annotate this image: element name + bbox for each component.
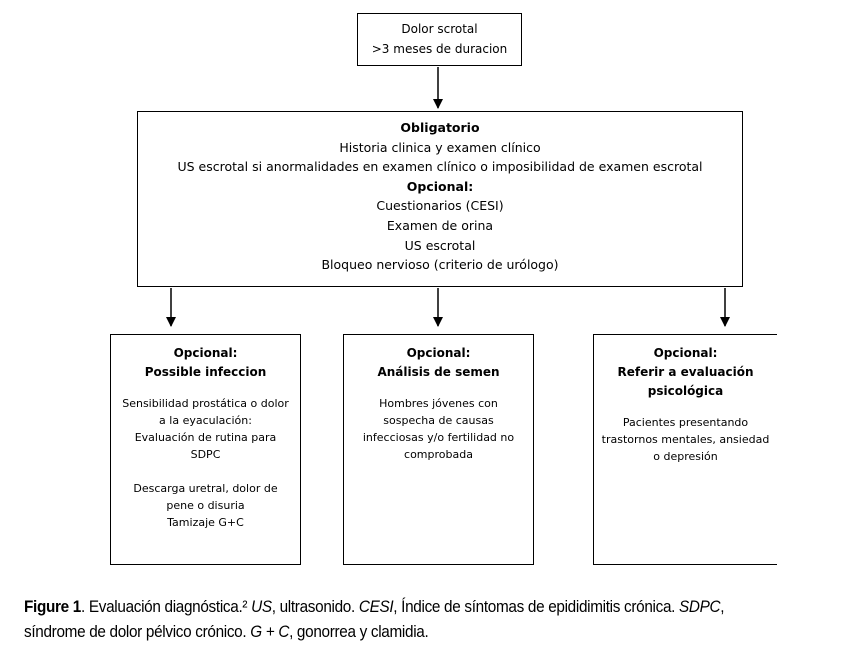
caption-us-def: , ultrasonido. [271, 597, 359, 616]
mandatory-item-2: US escrotal si anormalidades en examen c… [177, 159, 703, 175]
optional-item-4: Bloqueo nervioso (criterio de urólogo) [321, 257, 559, 273]
optional-item-1: Cuestionarios (CESI) [376, 198, 504, 214]
caption-line-1: Figure 1. Evaluación diagnóstica.² US, u… [24, 594, 771, 619]
infection-body: Sensibilidad prostática o dolor a la eya… [111, 395, 300, 531]
infection-text: Descarga uretral, dolor de [133, 482, 278, 495]
psych-heading-line-1: Opcional: [653, 346, 718, 360]
semen-heading-line-2: Análisis de semen [377, 365, 500, 379]
psych-heading: Opcional: Referir a evaluación psicológi… [594, 344, 777, 401]
mandatory-item-1: Historia clinica y examen clínico [339, 139, 541, 155]
infection-text: a la eyaculación: [159, 414, 252, 427]
semen-body: Hombres jóvenes con sospecha de causas i… [344, 395, 533, 463]
evaluation-box: Obligatorio Historia clinica y examen cl… [137, 111, 743, 287]
psych-heading-line-2: Referir a evaluación [617, 365, 754, 379]
semen-heading: Opcional: Análisis de semen [344, 344, 533, 382]
infection-text: pene o disuria [166, 499, 245, 512]
mandatory-heading: Obligatorio [400, 120, 480, 135]
infection-box: Opcional: Possible infeccion Sensibilida… [110, 334, 301, 565]
caption-intro: . Evaluación diagnóstica.² [80, 597, 252, 616]
caption-sdpc-comma: , [720, 597, 725, 616]
semen-text: sospecha de causas [383, 414, 494, 427]
optional-heading: Opcional: [406, 178, 474, 194]
caption-sdpc-def: síndrome de dolor pélvico crónico. [24, 622, 251, 641]
caption-cesi-abbr: CESI [358, 597, 394, 616]
semen-text: Hombres jóvenes con [379, 397, 498, 410]
psych-text: trastornos mentales, ansiedad [601, 433, 770, 446]
optional-item-3: US escrotal [404, 237, 476, 253]
infection-text: SDPC [190, 448, 221, 461]
semen-heading-line-1: Opcional: [406, 346, 471, 360]
caption-sdpc-abbr: SDPC [679, 597, 721, 616]
caption-gc-def: , gonorrea y clamidia. [289, 622, 429, 641]
psych-text: o depresión [653, 450, 718, 463]
infection-text: Sensibilidad prostática o dolor [122, 397, 289, 410]
semen-analysis-box: Opcional: Análisis de semen Hombres jóve… [343, 334, 534, 565]
start-box-scrotal-pain: Dolor scrotal >3 meses de duracion [357, 13, 522, 66]
psych-body: Pacientes presentando trastornos mentale… [594, 414, 777, 465]
start-line-2: >3 meses de duracion [371, 42, 508, 56]
psychological-referral-box: Opcional: Referir a evaluación psicológi… [593, 334, 777, 565]
psych-text: Pacientes presentando [622, 416, 749, 429]
optional-item-2: Examen de orina [386, 217, 494, 233]
caption-cesi-def: , Índice de síntomas de epididimitis cró… [393, 597, 680, 616]
caption-label: Figure 1 [24, 597, 81, 616]
caption-gc-abbr: G + C [250, 622, 290, 641]
semen-text: comprobada [404, 448, 473, 461]
infection-heading-line-2: Possible infeccion [144, 365, 267, 379]
infection-text: Tamizaje G+C [167, 516, 244, 529]
caption-us-abbr: US [251, 597, 272, 616]
infection-heading-line-1: Opcional: [173, 346, 238, 360]
infection-heading: Opcional: Possible infeccion [111, 344, 300, 382]
psych-heading-line-3: psicológica [647, 384, 724, 398]
infection-text: Evaluación de rutina para [134, 431, 277, 444]
semen-text: infecciosas y/o fertilidad no [362, 431, 515, 444]
figure-caption: Figure 1. Evaluación diagnóstica.² US, u… [24, 594, 771, 644]
caption-line-2: síndrome de dolor pélvico crónico. G + C… [24, 619, 771, 644]
start-line-1: Dolor scrotal [401, 22, 478, 36]
